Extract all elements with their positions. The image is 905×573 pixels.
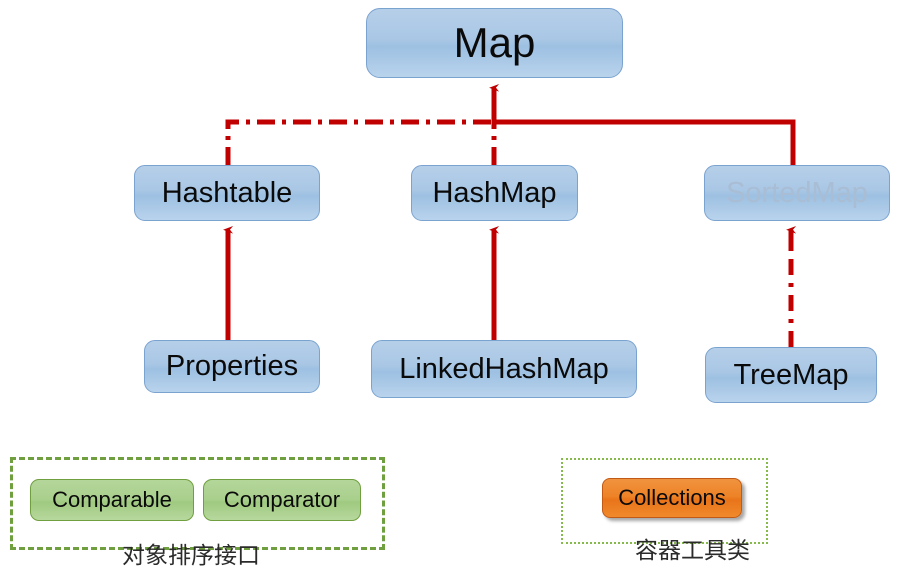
node-hashmap-label: HashMap xyxy=(432,176,557,209)
node-map[interactable]: Map xyxy=(366,8,623,78)
node-treemap-label: TreeMap xyxy=(733,358,849,391)
node-hashmap[interactable]: HashMap xyxy=(411,165,578,221)
node-sortedmap[interactable]: SortedMap xyxy=(704,165,890,221)
chip-comparator[interactable]: Comparator xyxy=(203,479,361,521)
legend-caption-container-utilities: 容器工具类 xyxy=(635,538,750,564)
legend-caption-sorting-interfaces: 对象排序接口 xyxy=(122,543,260,569)
chip-comparator-label: Comparator xyxy=(223,487,341,512)
node-map-label: Map xyxy=(453,19,536,66)
chip-comparable-label: Comparable xyxy=(52,487,172,512)
edge-sortedmap-to-map xyxy=(494,119,796,165)
node-properties-label: Properties xyxy=(165,350,299,382)
edge-hashtable-to-map xyxy=(225,119,494,165)
node-hashtable[interactable]: Hashtable xyxy=(134,165,320,221)
node-linkedhashmap[interactable]: LinkedHashMap xyxy=(371,340,637,398)
chip-comparable[interactable]: Comparable xyxy=(30,479,194,521)
node-linkedhashmap-label: LinkedHashMap xyxy=(399,352,609,385)
chip-collections-label: Collections xyxy=(618,485,726,510)
node-properties[interactable]: Properties xyxy=(144,340,320,393)
chip-collections[interactable]: Collections xyxy=(602,478,742,518)
legend-group-sorting-interfaces xyxy=(10,457,385,550)
node-treemap[interactable]: TreeMap xyxy=(705,347,877,403)
legend-group-container-utilities xyxy=(561,458,768,544)
node-hashtable-label: Hashtable xyxy=(161,176,293,209)
node-sortedmap-label: SortedMap xyxy=(726,176,868,209)
